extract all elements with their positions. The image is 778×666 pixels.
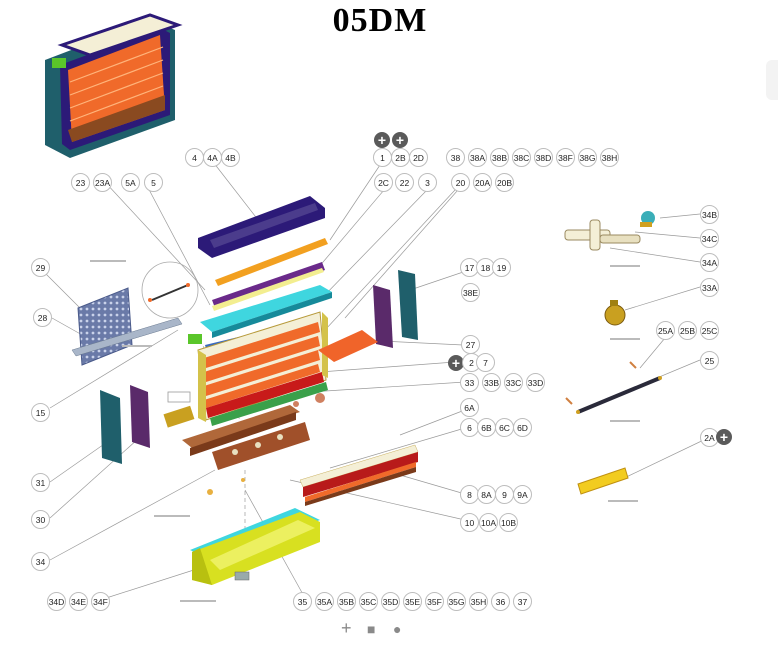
callout-25A[interactable]: 25A [656,321,675,340]
assembled-thumbnail [45,13,183,158]
callout-38B[interactable]: 38B [490,148,509,167]
callout-6D[interactable]: 6D [513,418,532,437]
add-icon[interactable]: + [716,429,732,445]
callout-33[interactable]: 33 [460,373,479,392]
callout-38G[interactable]: 38G [578,148,597,167]
callout-28[interactable]: 28 [33,308,52,327]
callout-25C[interactable]: 25C [700,321,719,340]
callout-35H[interactable]: 35H [469,592,488,611]
callout-5A[interactable]: 5A [121,173,140,192]
callout-38[interactable]: 38 [446,148,465,167]
zoom-in-button[interactable]: + [341,618,352,638]
callout-31[interactable]: 31 [31,473,50,492]
callout-35F[interactable]: 35F [425,592,444,611]
motor-detail [604,300,626,326]
callout-38H[interactable]: 38H [600,148,619,167]
callout-6A[interactable]: 6A [460,398,479,417]
callout-4A[interactable]: 4A [203,148,222,167]
callout-3[interactable]: 3 [418,173,437,192]
callout-20B[interactable]: 20B [495,173,514,192]
callout-34[interactable]: 34 [31,552,50,571]
callout-27[interactable]: 27 [461,335,480,354]
add-icon[interactable]: + [392,132,408,148]
callout-34C[interactable]: 34C [700,229,719,248]
reset-view-button[interactable]: ● [393,621,402,637]
callout-34E[interactable]: 34E [69,592,88,611]
callout-38C[interactable]: 38C [512,148,531,167]
callout-38F[interactable]: 38F [556,148,575,167]
callout-2D[interactable]: 2D [409,148,428,167]
callout-20A[interactable]: 20A [473,173,492,192]
callout-25B[interactable]: 25B [678,321,697,340]
callout-9A[interactable]: 9A [513,485,532,504]
callout-38A[interactable]: 38A [468,148,487,167]
callout-33C[interactable]: 33C [504,373,523,392]
callout-4[interactable]: 4 [185,148,204,167]
callout-33D[interactable]: 33D [526,373,545,392]
callout-35A[interactable]: 35A [315,592,334,611]
callout-15[interactable]: 15 [31,403,50,422]
callout-33B[interactable]: 33B [482,373,501,392]
callout-6[interactable]: 6 [460,418,479,437]
valve-detail [564,211,655,251]
callout-34F[interactable]: 34F [91,592,110,611]
leader-lines [41,157,713,601]
callout-10[interactable]: 10 [460,513,479,532]
callout-19[interactable]: 19 [492,258,511,277]
callout-35E[interactable]: 35E [403,592,422,611]
callout-38E[interactable]: 38E [461,283,480,302]
fit-view-button[interactable]: ■ [367,621,376,637]
callout-33A[interactable]: 33A [700,278,719,297]
callout-29[interactable]: 29 [31,258,50,277]
side-panel-tab[interactable] [766,60,778,100]
callout-10A[interactable]: 10A [479,513,498,532]
callout-6B[interactable]: 6B [477,418,496,437]
callout-2C[interactable]: 2C [374,173,393,192]
callout-25[interactable]: 25 [700,351,719,370]
callout-36[interactable]: 36 [491,592,510,611]
callout-7[interactable]: 7 [476,353,495,372]
callout-34D[interactable]: 34D [47,592,66,611]
callout-34A[interactable]: 34A [700,253,719,272]
callout-34B[interactable]: 34B [700,205,719,224]
callout-35C[interactable]: 35C [359,592,378,611]
callout-1[interactable]: 1 [373,148,392,167]
callout-22[interactable]: 22 [395,173,414,192]
callout-10B[interactable]: 10B [499,513,518,532]
callout-37[interactable]: 37 [513,592,532,611]
callout-20[interactable]: 20 [451,173,470,192]
callout-9[interactable]: 9 [495,485,514,504]
callout-35B[interactable]: 35B [337,592,356,611]
callout-35G[interactable]: 35G [447,592,466,611]
callout-30[interactable]: 30 [31,510,50,529]
callout-5[interactable]: 5 [144,173,163,192]
diagram-title: 05DM [332,2,428,39]
callout-35[interactable]: 35 [293,592,312,611]
add-icon[interactable]: + [374,132,390,148]
callout-38D[interactable]: 38D [534,148,553,167]
callout-23[interactable]: 23 [71,173,90,192]
callout-6C[interactable]: 6C [495,418,514,437]
callout-35D[interactable]: 35D [381,592,400,611]
add-icon[interactable]: + [448,355,464,371]
callout-23A[interactable]: 23A [93,173,112,192]
callout-4B[interactable]: 4B [221,148,240,167]
callout-2B[interactable]: 2B [391,148,410,167]
callout-8A[interactable]: 8A [477,485,496,504]
